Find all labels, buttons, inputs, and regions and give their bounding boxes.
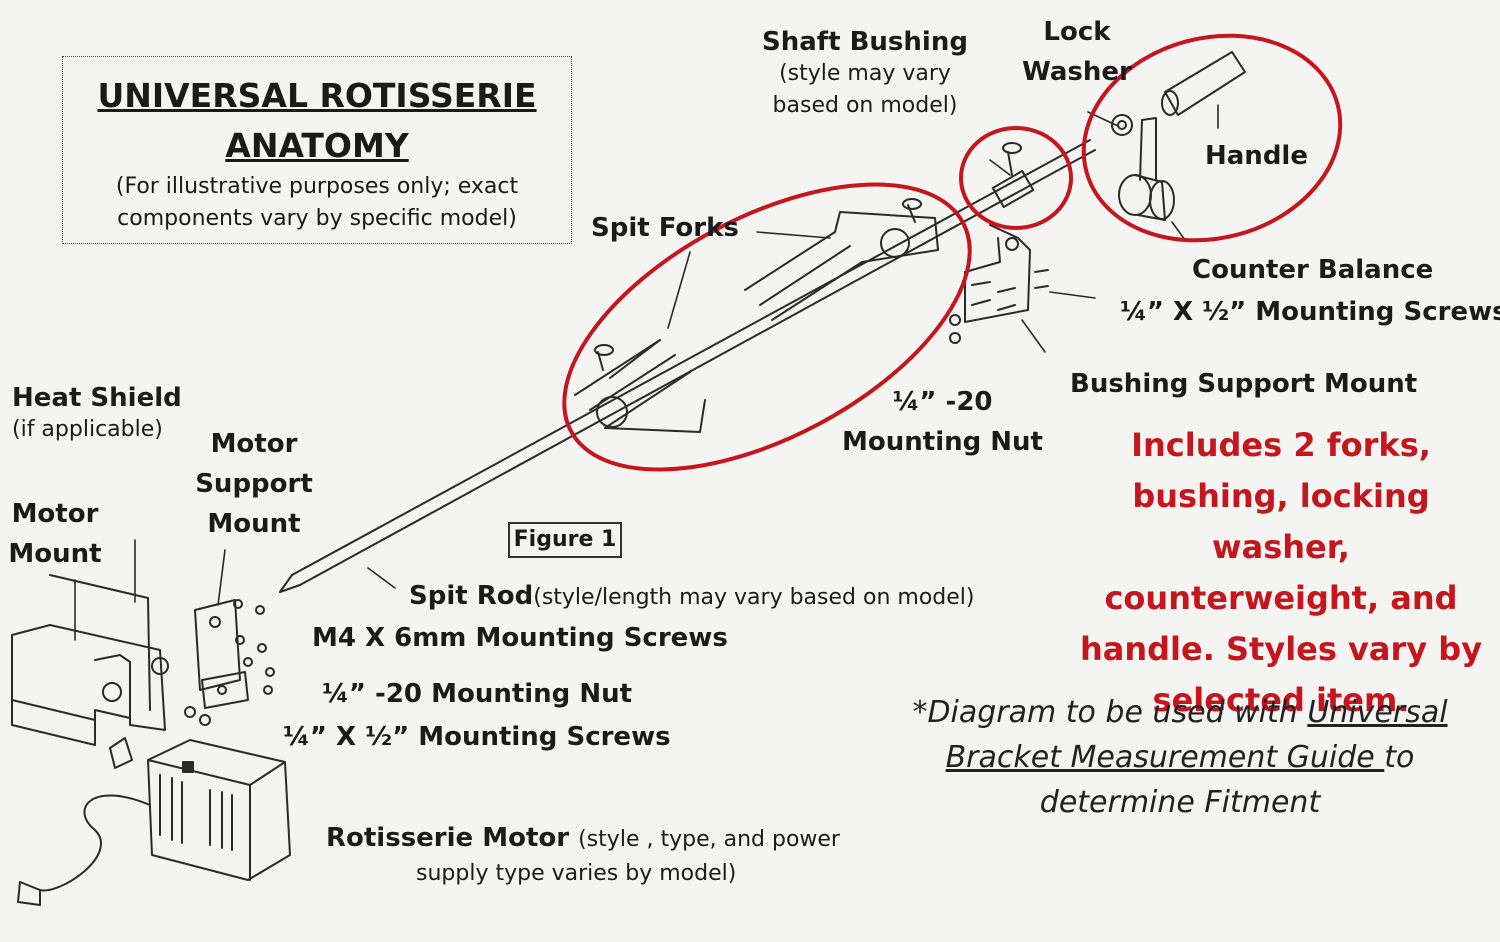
guide-link-part-2: Bracket Measurement Guide (945, 740, 1385, 775)
rotisserie-motor-unit (17, 737, 291, 906)
label-mounting-screws-bottom: ¼” X ½” Mounting Screws (283, 722, 671, 752)
lock-washer-line-2: Washer (1022, 57, 1132, 87)
rotisserie-motor-note-2: supply type varies by model) (416, 861, 737, 886)
bushing-support-bracket (949, 224, 1049, 344)
label-shaft-bushing: Shaft Bushing (style may vary based on m… (760, 26, 970, 122)
label-motor-support-mount: Motor Support Mount (195, 424, 313, 544)
motor-mount-line-2: Mount (8, 539, 102, 569)
motor-support-line-2: Support (195, 469, 313, 499)
label-m4-screws: M4 X 6mm Mounting Screws (312, 623, 728, 653)
rotisserie-motor-title: Rotisserie Motor (326, 823, 570, 853)
label-spit-rod: Spit Rod(style/length may vary based on … (409, 580, 974, 614)
spit-fork-right (744, 198, 939, 321)
label-lock-washer: Lock Washer (1022, 12, 1132, 92)
lock-washer (1111, 114, 1133, 136)
spit-rod-title: Spit Rod (409, 581, 534, 611)
label-motor-mount: Motor Mount (0, 494, 110, 574)
includes-note-line-4: handle. Styles vary by (1079, 630, 1483, 668)
counter-balance-part (1118, 117, 1175, 221)
title-note-2: components vary by specific model) (117, 206, 517, 231)
shaft-bushing-title: Shaft Bushing (762, 27, 968, 57)
shaft-bushing-note-1: (style may vary (779, 61, 951, 86)
motor-support-line-1: Motor (210, 429, 298, 459)
motor-support-plate (184, 599, 275, 726)
label-bushing-support-mount: Bushing Support Mount (1070, 369, 1418, 399)
handle-highlight-ellipse (1081, 33, 1343, 243)
guide-note-middle: to (1384, 740, 1415, 775)
label-heat-shield: Heat Shield (if applicable) (12, 382, 182, 446)
shaft-bushing-note-2: based on model) (772, 93, 958, 118)
label-rotisserie-motor: Rotisserie Motor (style , type, and powe… (326, 822, 840, 856)
includes-note-line-5: selected item. (1152, 681, 1410, 719)
shaft-bushing (991, 142, 1035, 209)
includes-note-line-3: counterweight, and (1104, 579, 1458, 617)
handle-part (1161, 51, 1246, 116)
mounting-nut-top-line-1: ¼” -20 (892, 387, 993, 417)
lock-washer-line-1: Lock (1043, 17, 1111, 47)
measurement-guide-note: *Diagram to be used with Universal Brack… (880, 690, 1480, 825)
guide-link-part-1: Universal (1307, 695, 1448, 730)
title-note-1: (For illustrative purposes only; exact (115, 174, 519, 199)
label-counter-balance: Counter Balance (1192, 255, 1434, 285)
bushing-highlight-ellipse (959, 126, 1073, 230)
label-spit-forks: Spit Forks (591, 213, 739, 243)
title-line-1: UNIVERSAL ROTISSERIE (97, 76, 537, 115)
includes-note: Includes 2 forks, bushing, locking washe… (1058, 420, 1500, 726)
label-handle: Handle (1205, 141, 1308, 171)
heat-shield-title: Heat Shield (12, 383, 182, 413)
guide-note-suffix: determine Fitment (1039, 785, 1321, 820)
spit-fork-left (574, 339, 706, 433)
mounting-nut-top-line-2: Mounting Nut (842, 427, 1043, 457)
rotisserie-motor-note-1: (style , type, and power (578, 827, 840, 852)
includes-note-line-2: bushing, locking washer, (1132, 477, 1430, 566)
figure-label: Figure 1 (508, 522, 622, 558)
motor-mount-assembly (11, 574, 169, 746)
leader-lines (74, 104, 1219, 641)
motor-support-line-3: Mount (207, 509, 301, 539)
guide-note-prefix: *Diagram to be used with (912, 695, 1308, 730)
includes-note-line-1: Includes 2 forks, (1131, 426, 1431, 464)
spit-rod-note: (style/length may vary based on model) (533, 585, 975, 610)
label-mounting-screws-top: ¼” X ½” Mounting Screws (1120, 297, 1500, 327)
label-mounting-nut-bottom: ¼” -20 Mounting Nut (322, 679, 633, 709)
forks-highlight-ellipse (562, 182, 972, 472)
title-box: UNIVERSAL ROTISSERIE ANATOMY (For illust… (62, 56, 572, 244)
label-mounting-nut-top: ¼” -20 Mounting Nut (840, 382, 1045, 462)
heat-shield-note: (if applicable) (12, 417, 163, 442)
title-line-2: ANATOMY (225, 126, 409, 165)
motor-mount-line-1: Motor (11, 499, 99, 529)
